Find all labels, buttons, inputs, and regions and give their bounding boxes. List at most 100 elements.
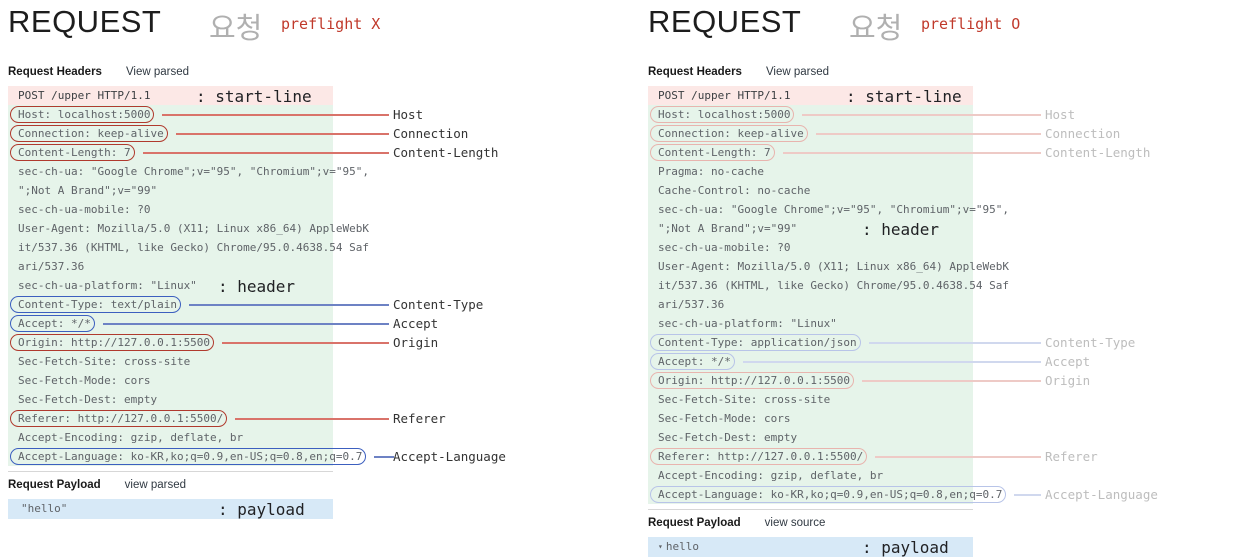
section-divider xyxy=(8,471,333,472)
header-row: Sec-Fetch-Dest: empty xyxy=(648,428,973,447)
header-row-text: Sec-Fetch-Site: cross-site xyxy=(18,355,191,368)
header-row-text: Content-Length: 7 xyxy=(658,146,771,159)
header-row-text: Referer: http://127.0.0.1:5500/ xyxy=(658,450,864,463)
leader-line xyxy=(782,152,1041,154)
request-payload-label: Request Payload xyxy=(8,479,101,491)
header-row: Accept-Encoding: gzip, deflate, br xyxy=(8,428,333,447)
leader-line xyxy=(162,114,389,116)
annotation-label: Referer xyxy=(1045,449,1098,464)
annotation-header: : header xyxy=(218,277,296,296)
annotation-label: Origin xyxy=(1045,373,1091,388)
header-row-text: Cache-Control: no-cache xyxy=(658,184,811,197)
expand-triangle-icon[interactable]: ▾ xyxy=(658,542,663,551)
header-row-text: sec-ch-ua: "Google Chrome";v="95", "Chro… xyxy=(18,165,369,178)
annotation-header: : header xyxy=(862,220,940,239)
request-panel-preflight: REQUEST 요청 preflight O Request Headers View … xyxy=(640,0,1255,557)
header-row-text: Sec-Fetch-Dest: empty xyxy=(658,431,798,444)
leader-line xyxy=(222,342,389,344)
request-payload-label: Request Payload xyxy=(648,517,741,529)
leader-line xyxy=(1014,494,1041,496)
header-row: sec-ch-ua-platform: "Linux" xyxy=(648,314,973,333)
annotation-label: Content-Length xyxy=(393,145,499,160)
header-row-text: it/537.36 (KHTML, like Gecko) Chrome/95.… xyxy=(658,279,1009,292)
request-headers-label: Request Headers xyxy=(648,66,742,78)
header-row: Sec-Fetch-Mode: cors xyxy=(648,409,973,428)
header-row-text: Host: localhost:5000 xyxy=(658,108,791,121)
header-row-text: it/537.36 (KHTML, like Gecko) Chrome/95.… xyxy=(18,241,369,254)
header-row-text: Referer: http://127.0.0.1:5500/ xyxy=(18,412,224,425)
header-row: sec-ch-ua-mobile: ?0 xyxy=(648,238,973,257)
page-title: REQUEST xyxy=(8,4,162,39)
payload-text: "hello" xyxy=(21,502,68,515)
header-row-text: Accept: */* xyxy=(18,317,91,330)
annotation-label: Host xyxy=(1045,107,1076,122)
header-row: ari/537.36 xyxy=(8,257,333,276)
header-row-text: Sec-Fetch-Mode: cors xyxy=(658,412,791,425)
header-row-text: ari/537.36 xyxy=(18,260,85,273)
annotation-label: Host xyxy=(393,107,424,122)
header-row-text: sec-ch-ua-mobile: ?0 xyxy=(658,241,791,254)
header-row-text: User-Agent: Mozilla/5.0 (X11; Linux x86_… xyxy=(18,222,369,235)
annotation-label: Origin xyxy=(393,335,439,350)
page-title: REQUEST xyxy=(648,4,802,39)
page-title-korean: 요청 xyxy=(849,13,903,45)
header-row: Sec-Fetch-Site: cross-site xyxy=(8,352,333,371)
header-row-text: Accept-Language: ko-KR,ko;q=0.9,en-US;q=… xyxy=(658,488,1003,501)
header-row-text: Sec-Fetch-Site: cross-site xyxy=(658,393,831,406)
annotation-label: Connection xyxy=(1045,126,1121,141)
leader-line xyxy=(862,380,1041,382)
header-row: sec-ch-ua: "Google Chrome";v="95", "Chro… xyxy=(8,162,369,181)
header-row: Sec-Fetch-Site: cross-site xyxy=(648,390,973,409)
payload-row[interactable]: "hello" xyxy=(8,499,333,519)
leader-line xyxy=(188,304,389,306)
leader-line xyxy=(102,323,389,325)
header-row-text: ";Not A Brand";v="99" xyxy=(658,222,798,235)
annotation-start-line: : start-line xyxy=(846,87,962,106)
view-parsed-link[interactable]: View parsed xyxy=(125,66,190,78)
header-row-text: Origin: http://127.0.0.1:5500 xyxy=(18,336,211,349)
view-parsed-link[interactable]: View parsed xyxy=(765,66,830,78)
request-payload-section-head: Request Payload view parsed xyxy=(8,479,186,491)
header-row: Accept-Language: ko-KR,ko;q=0.9,en-US;q=… xyxy=(8,447,367,466)
header-row: Origin: http://127.0.0.1:5500 xyxy=(648,371,973,390)
leader-line xyxy=(742,361,1041,363)
payload-text: hello xyxy=(665,540,699,553)
header-row-text: Accept-Language: ko-KR,ko;q=0.9,en-US;q=… xyxy=(18,450,363,463)
header-row-text: POST /upper HTTP/1.1 xyxy=(658,89,791,102)
header-row-text: Pragma: no-cache xyxy=(658,165,764,178)
header-row: POST /upper HTTP/1.1 xyxy=(648,86,973,105)
header-row: sec-ch-ua-platform: "Linux" xyxy=(8,276,333,295)
header-row: Referer: http://127.0.0.1:5500/ xyxy=(648,447,973,466)
header-row: Content-Type: text/plain xyxy=(8,295,333,314)
view-payload-link[interactable]: view source xyxy=(764,517,826,529)
view-payload-link[interactable]: view parsed xyxy=(124,479,187,491)
header-row-text: Accept-Encoding: gzip, deflate, br xyxy=(658,469,884,482)
header-row-text: Content-Length: 7 xyxy=(18,146,131,159)
header-row-text: Connection: keep-alive xyxy=(18,127,164,140)
header-row: sec-ch-ua: "Google Chrome";v="95", "Chro… xyxy=(648,200,1009,219)
header-row: Origin: http://127.0.0.1:5500 xyxy=(8,333,333,352)
leader-line xyxy=(802,114,1041,116)
header-row: Sec-Fetch-Dest: empty xyxy=(8,390,333,409)
header-row-text: sec-ch-ua-platform: "Linux" xyxy=(18,279,197,292)
annotation-start-line: : start-line xyxy=(196,87,312,106)
preflight-tag: preflight O xyxy=(921,15,1021,33)
page-title-korean: 요청 xyxy=(209,13,263,45)
leader-line xyxy=(235,418,389,420)
header-row: ";Not A Brand";v="99" xyxy=(648,219,973,238)
leader-line xyxy=(142,152,389,154)
header-row: ";Not A Brand";v="99" xyxy=(8,181,333,200)
annotation-payload: : payload xyxy=(218,500,305,519)
leader-line xyxy=(868,342,1041,344)
leader-line xyxy=(374,456,395,458)
header-row: Pragma: no-cache xyxy=(648,162,973,181)
header-row-text: sec-ch-ua: "Google Chrome";v="95", "Chro… xyxy=(658,203,1009,216)
header-row-text: Accept: */* xyxy=(658,355,731,368)
annotation-label: Content-Type xyxy=(393,297,484,312)
header-row: it/537.36 (KHTML, like Gecko) Chrome/95.… xyxy=(648,276,1009,295)
